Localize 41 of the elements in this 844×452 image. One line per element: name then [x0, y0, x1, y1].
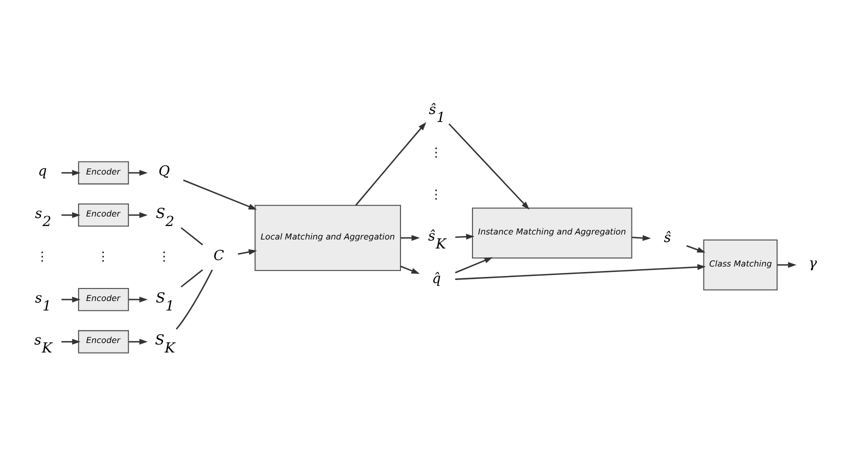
arrow [61, 338, 80, 344]
arrow [777, 262, 796, 268]
arrow [400, 265, 420, 274]
arrow [61, 212, 80, 218]
connector [180, 268, 204, 287]
arrow [355, 122, 426, 206]
label: ⋮ [430, 144, 442, 160]
arrow [686, 244, 706, 252]
arrow [455, 256, 493, 273]
arrow [455, 264, 706, 280]
arrow [128, 169, 148, 176]
node-text: Q [158, 163, 170, 180]
arrow [128, 296, 148, 302]
node-text: ŝ [664, 230, 672, 246]
node-box: Class Matching [703, 238, 778, 290]
node-text: q [38, 163, 47, 180]
label: ⋮ [430, 186, 442, 202]
arrow [400, 234, 420, 240]
arrow [61, 296, 80, 302]
node-box: Encoder [78, 287, 129, 311]
node-box: Encoder [78, 330, 129, 353]
node-text: γ [808, 255, 817, 272]
node-box: Encoder [78, 160, 129, 184]
label: ⋮ [36, 248, 48, 263]
label: ⋮ [158, 248, 170, 263]
arrow [455, 233, 474, 240]
arrow [632, 234, 651, 240]
node-text: C [214, 248, 224, 264]
arrow [238, 248, 257, 254]
arrow [61, 169, 80, 176]
arrow [448, 122, 530, 210]
node-box: Local Matching and Aggregation [254, 204, 402, 270]
node-text: q̂ [432, 270, 441, 286]
label: ⋮ [96, 248, 110, 263]
arrow [128, 212, 148, 218]
connector [180, 226, 204, 245]
arrow [128, 338, 148, 344]
arrow [183, 179, 257, 210]
connector [176, 268, 213, 330]
node-box: Encoder [78, 202, 129, 226]
node-box: Instance Matching and Aggregation [472, 207, 632, 258]
